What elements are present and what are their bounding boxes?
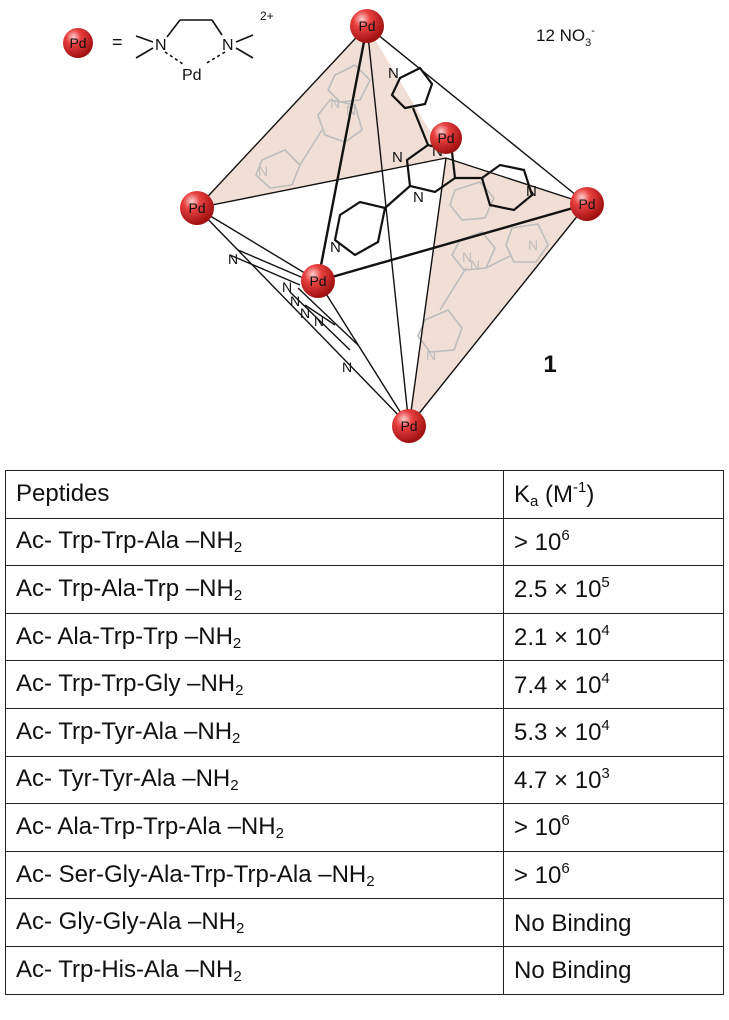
svg-text:N: N: [330, 95, 340, 111]
binding-constant-table: Peptides Ka (M-1) Ac- Trp-Trp-Ala –NH2> …: [5, 470, 724, 995]
svg-text:N: N: [300, 305, 310, 321]
pd-legend: Pd = N N Pd 2+: [63, 9, 274, 84]
table-row: Ac- Ala-Trp-Trp-Ala –NH2> 106: [5, 803, 724, 852]
svg-text:N: N: [228, 251, 238, 267]
pd-node-front: Pd: [301, 264, 335, 298]
svg-text:N: N: [528, 237, 538, 253]
ka-cell: > 106: [503, 803, 724, 852]
pd-node-right: Pd: [570, 187, 604, 221]
peptide-cell: Ac- Ala-Trp-Trp-Ala –NH2: [5, 803, 504, 852]
edge-ligand-n-labels: N N N N N N: [228, 251, 352, 375]
cage-edges: [196, 25, 588, 427]
svg-text:N: N: [342, 359, 352, 375]
pd-node-center: Pd: [430, 122, 462, 154]
pd-node-left: Pd: [180, 191, 214, 225]
table-row: Ac- Ser-Gly-Ala-Trp-Trp-Ala –NH2> 106: [5, 850, 724, 900]
svg-text:N: N: [470, 257, 480, 273]
ghost-ligands: [255, 64, 549, 353]
svg-text:N: N: [314, 313, 324, 329]
peptide-cell: Ac- Ser-Gly-Ala-Trp-Trp-Ala –NH2: [5, 850, 504, 900]
svg-text:=: =: [112, 32, 123, 52]
svg-text:N: N: [392, 149, 403, 166]
svg-text:N: N: [426, 347, 436, 363]
ka-cell: 4.7 × 103: [503, 755, 724, 805]
svg-text:N: N: [388, 65, 399, 82]
pd-node-bottom: Pd: [392, 409, 426, 443]
front-ligand: [333, 66, 534, 257]
svg-text:2+: 2+: [260, 9, 274, 23]
peptide-cell: Ac- Trp-Trp-Gly –NH2: [5, 660, 504, 709]
peptide-cell: Ac- Trp-Trp-Ala –NH2: [5, 517, 504, 567]
cage-face-right: [409, 158, 587, 426]
peptide-cell: Ac- Gly-Gly-Ala –NH2: [5, 898, 504, 947]
svg-text:N: N: [526, 183, 537, 200]
table-header-row: Peptides Ka (M-1): [5, 470, 724, 519]
svg-text:Pd: Pd: [578, 196, 595, 212]
ka-cell: No Binding: [503, 898, 724, 947]
peptide-cell: Ac- Trp-Tyr-Ala –NH2: [5, 707, 504, 757]
ka-cell: 2.5 × 105: [503, 565, 724, 614]
table-row: Ac- Trp-Trp-Ala –NH2> 106: [5, 517, 724, 567]
svg-text:12 NO3-: 12 NO3-: [536, 25, 595, 49]
svg-text:Pd: Pd: [358, 18, 375, 34]
svg-text:Pd: Pd: [400, 418, 417, 434]
peptide-cell: Ac- Tyr-Tyr-Ala –NH2: [5, 755, 504, 805]
svg-text:Pd: Pd: [182, 67, 202, 84]
svg-text:Pd: Pd: [437, 130, 454, 146]
svg-text:N: N: [282, 279, 292, 295]
ka-cell: No Binding: [503, 945, 724, 995]
svg-text:N: N: [413, 189, 424, 206]
ka-cell: 5.3 × 104: [503, 707, 724, 757]
cage-face-left: [197, 26, 446, 208]
ka-cell: > 106: [503, 517, 724, 567]
ka-cell: > 106: [503, 850, 724, 900]
svg-text:N: N: [330, 239, 341, 256]
cage-structure-diagram: N N N N N N N N N N N N N: [63, 9, 604, 443]
cage-edges-bold: [316, 25, 588, 283]
compound-number: 1: [543, 351, 556, 378]
peptide-cell: Ac- Ala-Trp-Trp –NH2: [5, 612, 504, 662]
svg-text:N: N: [155, 37, 167, 54]
counterion-label: 12 NO3-: [536, 25, 595, 49]
svg-text:N: N: [290, 293, 300, 309]
header-peptides: Peptides: [5, 470, 504, 519]
pd-node-top: Pd: [350, 9, 384, 43]
svg-text:Pd: Pd: [188, 200, 205, 216]
ka-cell: 7.4 × 104: [503, 660, 724, 709]
peptide-cell: Ac- Trp-His-Ala –NH2: [5, 945, 504, 995]
svg-text:Pd: Pd: [69, 35, 86, 51]
header-ka: Ka (M-1): [503, 470, 724, 519]
svg-text:N: N: [462, 249, 472, 265]
svg-text:Pd: Pd: [309, 273, 326, 289]
svg-text:N: N: [258, 163, 268, 179]
svg-text:N: N: [222, 37, 234, 54]
binding-table-container: Peptides Ka (M-1) Ac- Trp-Trp-Ala –NH2> …: [5, 470, 724, 995]
ka-cell: 2.1 × 104: [503, 612, 724, 662]
peptide-cell: Ac- Trp-Ala-Trp –NH2: [5, 565, 504, 614]
edge-ligand: [229, 249, 359, 351]
